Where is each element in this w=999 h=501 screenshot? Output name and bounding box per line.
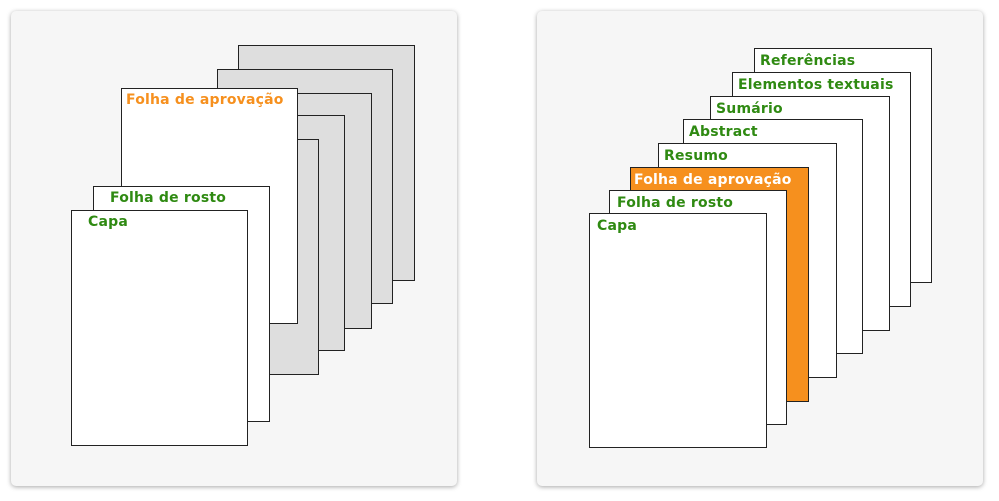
left-diagram-panel: Folha de aprovação Folha de rosto Capa (11, 11, 457, 486)
label-referencias: Referências (760, 53, 856, 69)
label-capa: Capa (597, 218, 637, 234)
label-resumo: Resumo (664, 148, 728, 164)
label-abstract: Abstract (689, 124, 758, 140)
sheet-capa: Capa (589, 213, 767, 448)
label-sumario: Sumário (716, 101, 783, 117)
label-folha-de-aprovacao: Folha de aprovação (126, 92, 284, 108)
sheet-capa: Capa (71, 210, 248, 446)
label-folha-de-rosto: Folha de rosto (110, 190, 227, 206)
label-folha-de-rosto: Folha de rosto (617, 195, 734, 211)
label-capa: Capa (88, 214, 128, 230)
right-diagram-panel: Referências Elementos textuais Sumário A… (537, 11, 983, 486)
label-folha-de-aprovacao: Folha de aprovação (634, 172, 792, 188)
label-elementos-textuais: Elementos textuais (738, 77, 894, 93)
